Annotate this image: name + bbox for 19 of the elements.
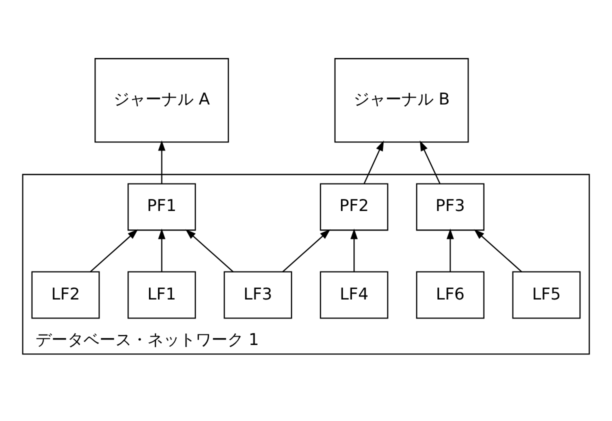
- node-box: ジャーナル B: [334, 58, 469, 142]
- arrow: [474, 228, 522, 272]
- node-box: LF2: [31, 270, 100, 318]
- arrow: [282, 228, 330, 272]
- node-box: LF5: [512, 270, 581, 318]
- node-box: LF3: [224, 270, 292, 318]
- node-box: LF1: [128, 270, 196, 318]
- node-box: PF2: [320, 182, 388, 230]
- arrow: [158, 228, 166, 272]
- node-box: LF6: [416, 270, 484, 318]
- arrow: [90, 228, 138, 272]
- node-box: PF3: [416, 182, 484, 230]
- node-box: ジャーナル A: [94, 58, 229, 142]
- arrow: [350, 228, 358, 272]
- node-box: LF4: [320, 270, 388, 318]
- node-box: PF1: [128, 182, 196, 230]
- arrow: [446, 228, 454, 272]
- arrow: [158, 140, 166, 184]
- arrow: [185, 228, 234, 272]
